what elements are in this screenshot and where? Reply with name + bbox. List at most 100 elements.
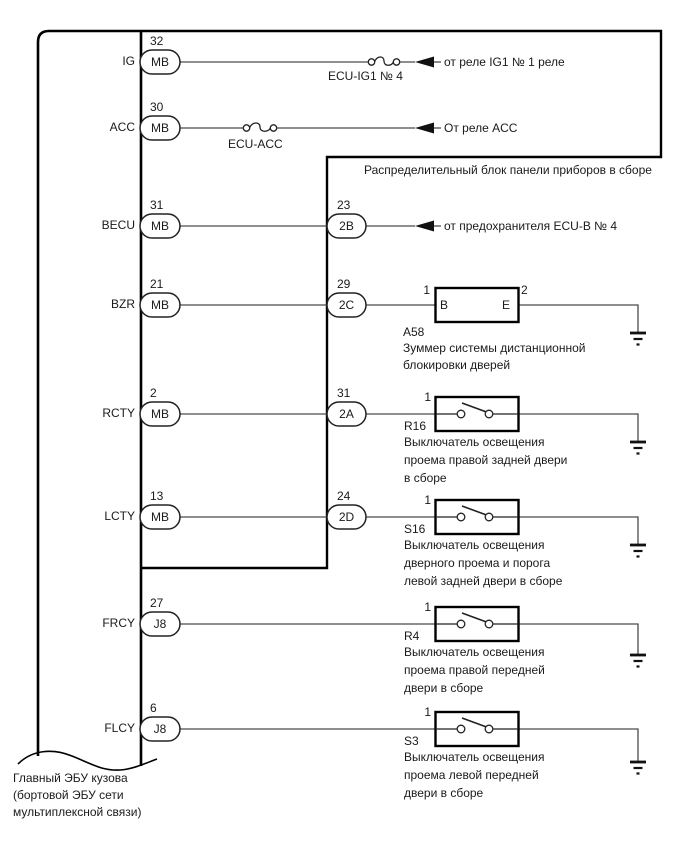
connector-oval [139,504,181,530]
component-code: R4 [404,629,420,643]
jb-pin-number: 23 [337,198,351,212]
component-desc: блокировки дверей [403,358,511,372]
ecu-pin-name: IG [122,54,135,68]
ecu-border [36,29,143,766]
fuse-terminal-icon [269,124,278,132]
component-desc: Выключатель освещения [404,645,545,659]
component-desc: дверного проема и порога [404,556,551,570]
fuse-element-icon [373,56,395,66]
connector-oval [326,401,367,427]
ecu-caption-line: Главный ЭБУ кузова [13,771,128,785]
ecu-pin-number: 27 [150,596,164,610]
ecu-block-outline [17,29,158,771]
component-pin-number: 1 [424,600,431,614]
buzzer-box [434,286,520,324]
fuse-label: ECU-ACC [228,137,283,151]
component-code: S3 [404,734,419,748]
connector-oval [139,401,181,427]
connector-label: MB [151,298,169,312]
ecu-caption-line: (бортовой ЭБУ сети [13,788,124,802]
switch-contact [456,409,466,419]
switch-symbols [435,402,519,734]
switch-contact [484,512,494,522]
ground-icon [630,653,646,668]
component-code: S16 [404,522,426,536]
ecu-pin-name: BZR [111,297,135,311]
switch-icon [435,402,519,419]
ecu-pin-number: 32 [150,34,164,48]
component-pin-number: 1 [424,493,431,507]
connector-label: 2A [339,407,354,421]
component-desc: проема левой передней [404,768,539,782]
ecu-pin-number: 13 [150,489,164,503]
from-arrow-ig-icon [415,56,441,68]
connector-label: J8 [153,617,167,631]
junction-block-outline [141,29,663,570]
component-desc: Выключатель освещения [404,435,545,449]
ecu-pin-name: BECU [101,218,135,232]
connector-label: MB [151,219,169,233]
switch-blade [461,717,487,728]
switch-blade [461,505,487,516]
ecu-connector-ovals [139,49,181,742]
switch-contact [484,619,494,629]
connector-oval [139,213,181,239]
connector-oval [139,115,181,141]
connector-oval [139,292,181,318]
connector-oval [326,213,367,239]
ground-icon [630,331,646,346]
from-arrow-acc-icon [415,122,441,134]
jb-connector-ovals [326,213,367,530]
wire-lcty [180,516,639,545]
component-desc: в сборе [404,471,447,485]
fuse-terminal-icon [392,58,401,66]
component-pin-number: 2 [521,283,528,297]
source-label: от реле IG1 № 1 реле [444,55,565,69]
connector-label: MB [151,55,169,69]
component-code: R16 [404,419,427,433]
component-pin-number: 1 [424,390,431,404]
connector-oval [326,504,367,530]
fuse-terminal-icon [242,124,251,132]
ecu-pin-number: 6 [150,701,157,715]
arrow-head-icon [415,220,434,232]
ecu-pin-name: LCTY [104,509,135,523]
connector-label: 2D [338,510,355,524]
component-desc: Выключатель освещения [404,538,545,552]
connector-oval [139,49,181,75]
component-pin-number: 1 [423,283,430,297]
connector-oval [139,716,181,742]
arrow-head-icon [415,122,434,134]
source-label: От реле ACC [444,121,518,135]
ecu-pin-number: 21 [150,277,164,291]
from-arrow-becu-icon [415,220,441,232]
component-pin-number: 1 [424,705,431,719]
switch-contact [456,619,466,629]
component-desc: двери в сборе [404,786,484,800]
ecu-torn-edge [17,750,158,771]
switch-contact [484,724,494,734]
ecu-caption-line: мультиплексной связи) [13,805,142,819]
fuse-ecu-acc-icon [242,122,278,132]
connector-oval [139,611,181,637]
jb-pin-number: 29 [337,277,351,291]
connector-label: MB [151,121,169,135]
switch-icon [435,612,519,629]
ecu-pin-number: 31 [150,198,164,212]
switch-blade [461,612,487,623]
connector-oval [326,292,367,318]
junction-block-title: Распределительный блок панели приборов в… [364,163,652,177]
switch-icon [435,505,519,522]
wires [180,61,639,762]
ecu-pin-number: 2 [150,386,157,400]
switch-contact [484,409,494,419]
arrow-head-icon [415,56,434,68]
wire-frcy [180,623,639,655]
switch-blade [461,402,487,413]
component-terminal: E [502,298,511,312]
switch-contact [456,512,466,522]
switch-icon [435,717,519,734]
wire-bzr [180,304,639,333]
